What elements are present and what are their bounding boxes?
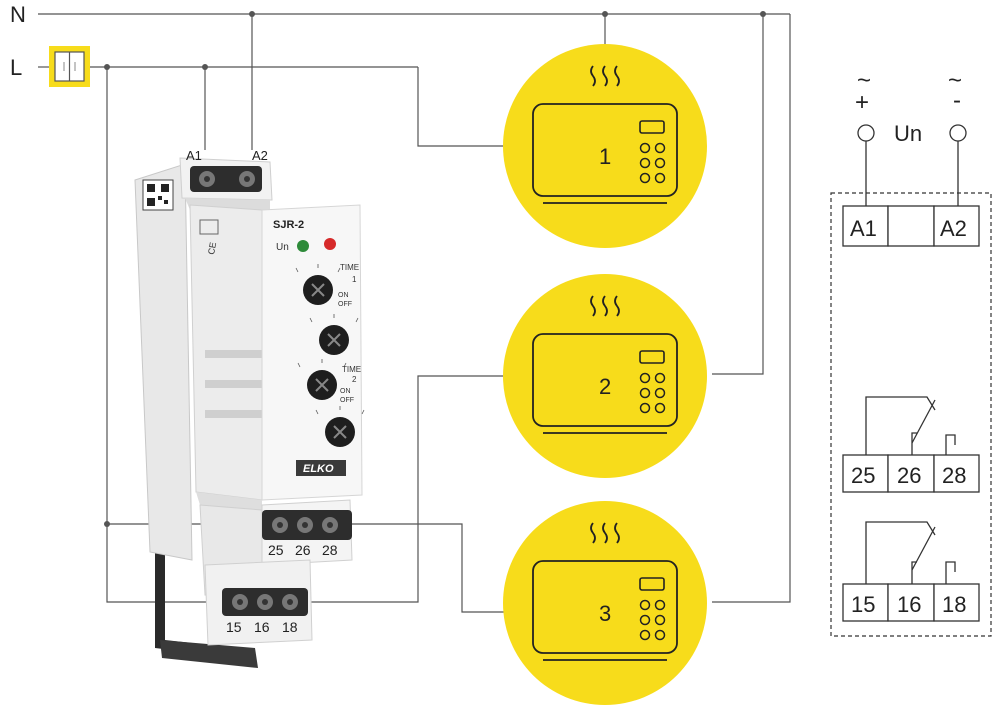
appliance-circle [503, 274, 707, 478]
microwave-icon [532, 560, 678, 654]
schematic-terminal-15: 15 [851, 592, 875, 617]
live-label: L [10, 55, 22, 80]
relay-terminal-28: 28 [322, 542, 338, 558]
relay-terminal-15: 15 [226, 619, 242, 635]
power-led [297, 240, 309, 252]
wires [38, 13, 791, 613]
relay-terminal-18: 18 [282, 619, 298, 635]
knob-time-1[interactable] [319, 325, 349, 355]
contact-symbol-1 [865, 396, 956, 455]
terminal-minus-icon [949, 124, 967, 142]
appliance-circle [503, 501, 707, 705]
schematic-terminal-28: 28 [942, 463, 966, 488]
minus-tilde: ~ [948, 67, 962, 94]
relay-on-label-2: ON [340, 388, 351, 395]
relay-off-label-1: OFF [338, 301, 352, 308]
relay-off-label-2: OFF [340, 397, 354, 404]
relay-time1-label: TIME [340, 263, 359, 272]
switch-icon [49, 46, 90, 87]
relay-a1-label: A1 [186, 148, 202, 163]
appliances: 1 2 3 [503, 44, 707, 705]
brand-text: ELKO [303, 463, 334, 475]
microwave-icon [532, 103, 678, 197]
appliance-number: 3 [599, 601, 611, 626]
plus-sign: + [855, 89, 869, 116]
appliance-2: 2 [503, 274, 707, 478]
schematic-terminal-25: 25 [851, 463, 875, 488]
knob-mode-2[interactable] [307, 370, 337, 400]
relay-device: A1 A2 CE SJR-2 Un [134, 148, 365, 668]
schematic-a2: A2 [940, 216, 967, 241]
wire-junctions [104, 11, 766, 527]
schematic: ~ + ~ - Un A1 A2 25 26 [830, 67, 992, 637]
appliance-number: 1 [599, 144, 611, 169]
schematic-enclosure [830, 192, 992, 637]
heat-waves-icon [590, 65, 620, 87]
relay-a2-label: A2 [252, 148, 268, 163]
knob-mode-1[interactable] [303, 275, 333, 305]
relay-un-label: Un [276, 242, 289, 253]
microwave-icon [532, 333, 678, 427]
appliance-number: 2 [599, 374, 611, 399]
relay-terminal-16: 16 [254, 619, 270, 635]
brand-logo [296, 460, 346, 476]
relay-time2-label: TIME [342, 365, 361, 374]
terminal-plus-icon [857, 124, 875, 142]
contact-symbol-2 [865, 521, 956, 584]
plus-tilde: ~ [857, 67, 871, 94]
relay-model: SJR-2 [273, 219, 304, 231]
knob-time-2[interactable] [325, 417, 355, 447]
schematic-terminal-16: 16 [897, 592, 921, 617]
relay-on-label-1: ON [338, 292, 349, 299]
minus-sign: - [953, 87, 961, 114]
svg-text:CE: CE [206, 241, 218, 255]
relay-time1-num: 1 [352, 275, 357, 284]
neutral-label: N [10, 2, 26, 27]
relay-time2-num: 2 [352, 375, 357, 384]
heat-waves-icon [590, 522, 620, 544]
appliance-circle [503, 44, 707, 248]
relay-terminal-25: 25 [268, 542, 284, 558]
schematic-terminal-18: 18 [942, 592, 966, 617]
relay-led [324, 238, 336, 250]
relay-terminal-26: 26 [295, 542, 311, 558]
schematic-terminal-26: 26 [897, 463, 921, 488]
schematic-un-label: Un [894, 121, 922, 146]
appliance-1: 1 [503, 44, 707, 248]
heat-waves-icon [590, 295, 620, 317]
schematic-a1: A1 [850, 216, 877, 241]
appliance-3: 3 [503, 501, 707, 705]
